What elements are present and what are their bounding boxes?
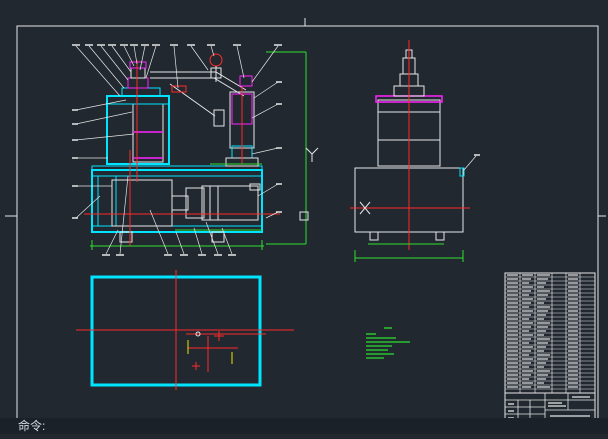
technical-notes bbox=[366, 327, 410, 359]
bom-text-marks bbox=[507, 274, 578, 388]
reducer-box bbox=[111, 179, 173, 227]
mixing-vessel bbox=[106, 95, 170, 165]
motor-body bbox=[201, 185, 259, 221]
base-frame bbox=[91, 169, 263, 233]
front-view bbox=[72, 44, 319, 256]
command-line[interactable]: 命令: bbox=[0, 418, 608, 434]
side-view bbox=[350, 40, 480, 262]
coupling bbox=[171, 195, 189, 211]
command-prompt: 命令: bbox=[18, 419, 46, 433]
top-view bbox=[76, 270, 294, 390]
bom-rows bbox=[505, 276, 595, 390]
